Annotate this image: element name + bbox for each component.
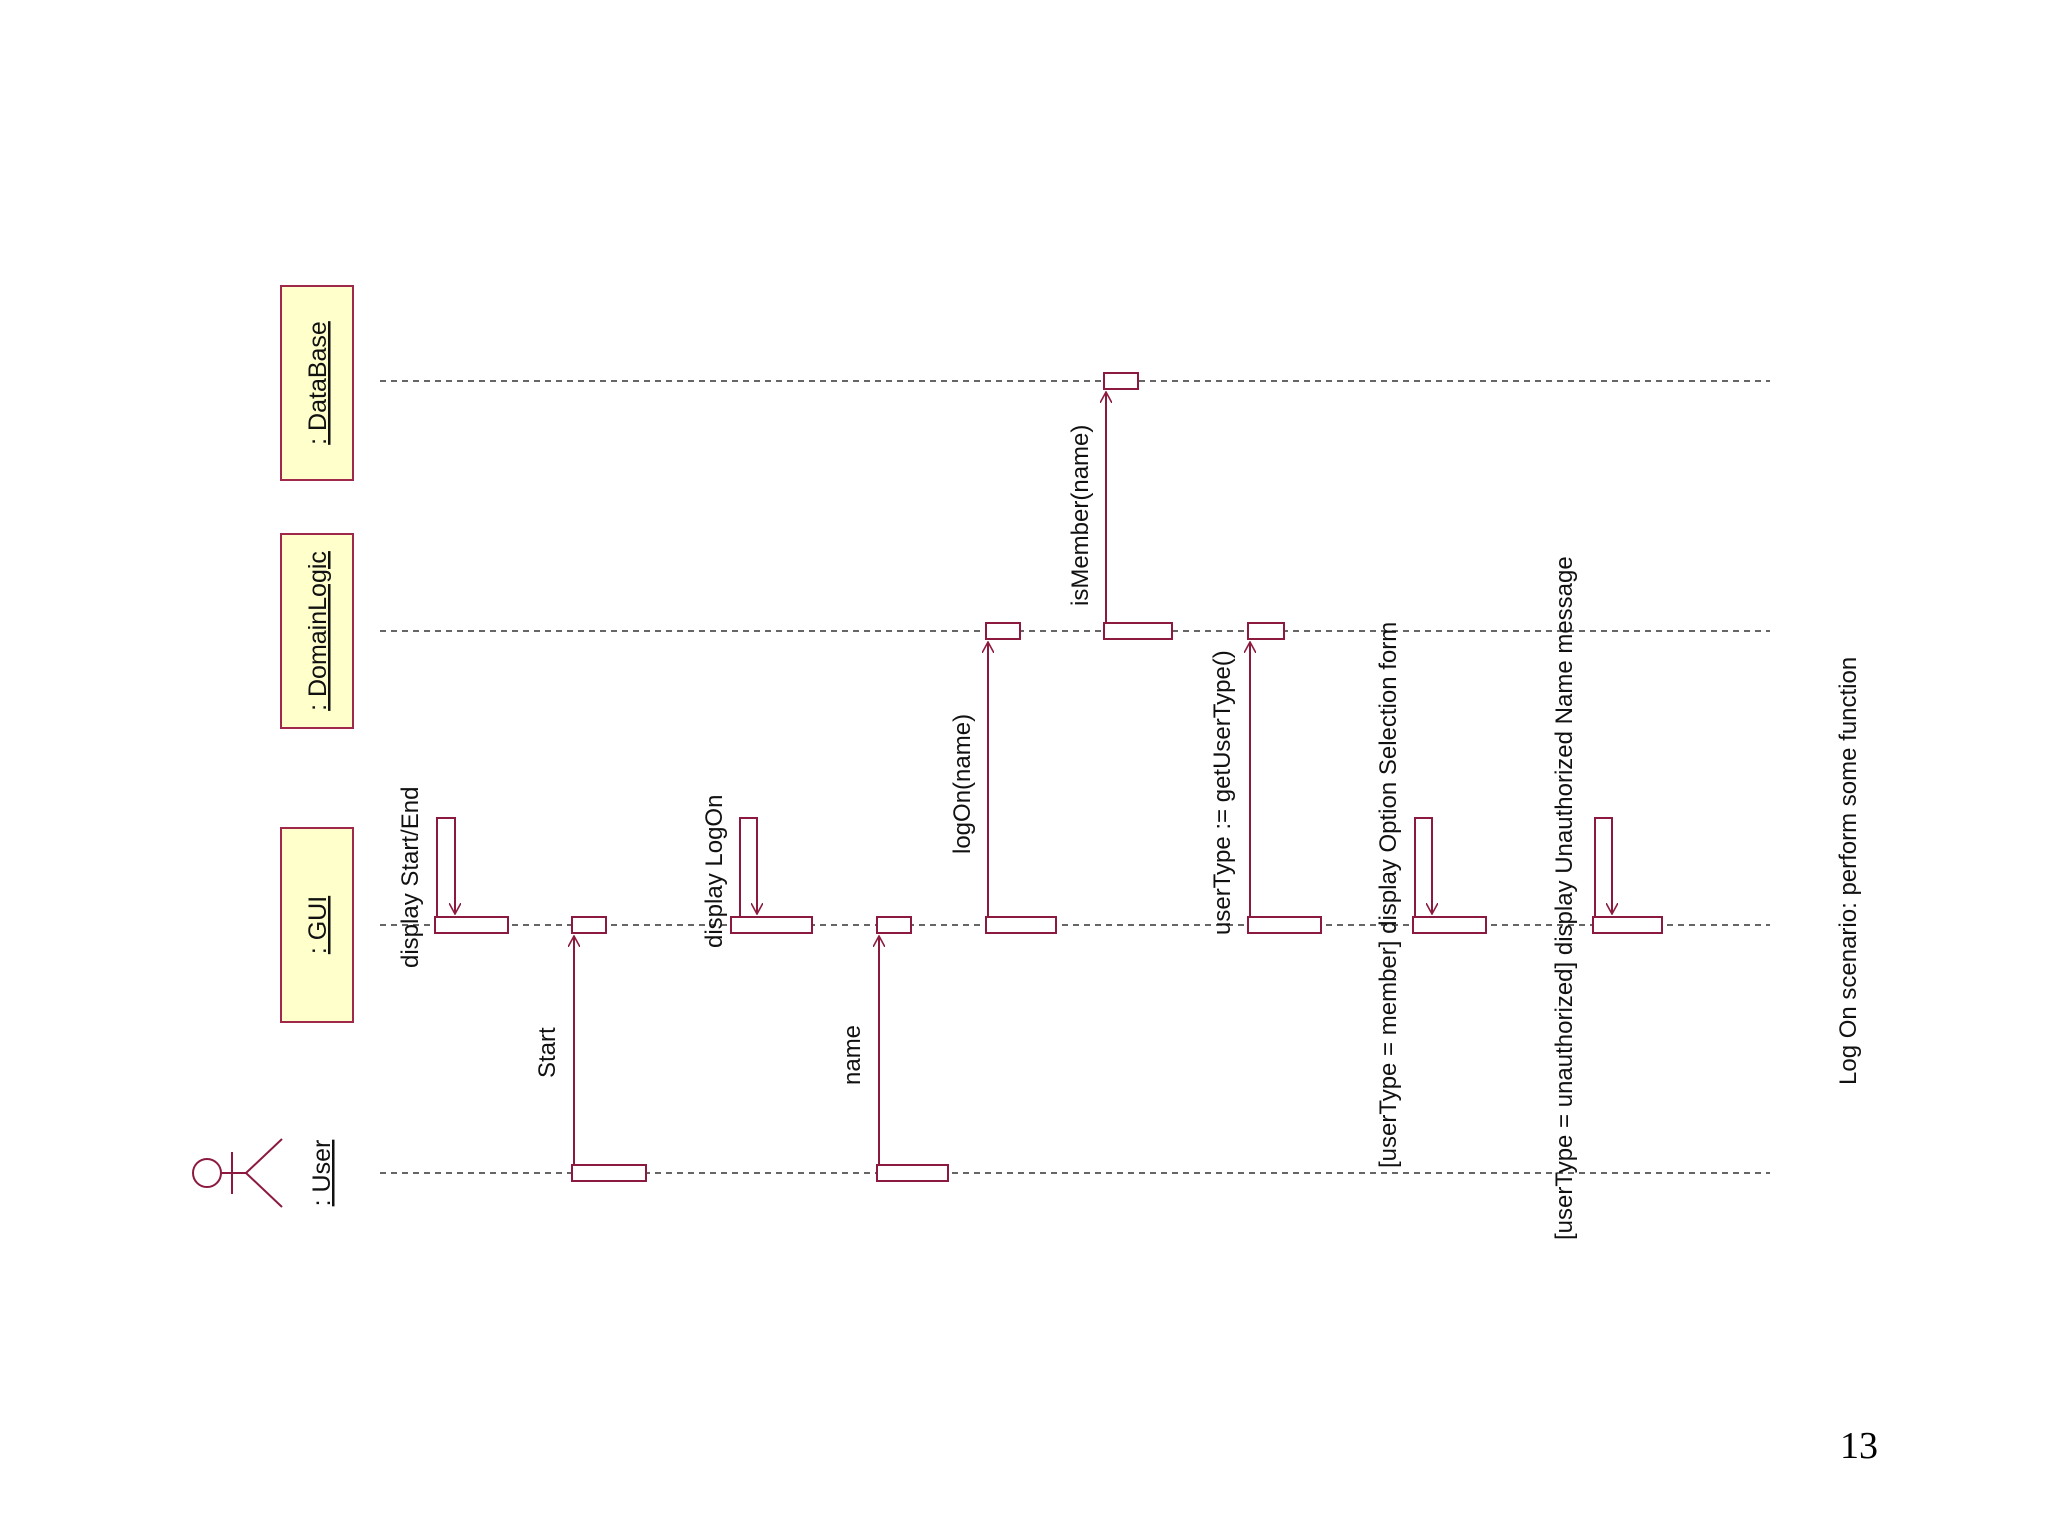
arrow-display-unauthorized	[1594, 817, 1612, 917]
msg-option-selection: [userType = member] display Option Selec…	[1375, 622, 1402, 1168]
arrow-display-logon	[739, 817, 757, 917]
object-database: : DataBase	[280, 285, 354, 481]
msg-start: Start	[534, 1027, 561, 1078]
msg-getusertype: userType := getUserType()	[1209, 650, 1236, 935]
msg-display-start-end: display Start/End	[397, 787, 424, 968]
activations	[434, 372, 1663, 1182]
object-database-label: : DataBase	[304, 321, 332, 445]
object-domainlogic-label: : DomainLogic	[304, 551, 332, 711]
arrow-display-start-end	[436, 817, 455, 917]
actor-icon	[192, 1138, 283, 1208]
msg-logon-name: logOn(name)	[949, 714, 976, 854]
arrow-display-option-selection	[1414, 817, 1432, 917]
object-gui-label: : GUI	[304, 896, 332, 954]
object-user-label: : User	[308, 1140, 336, 1207]
message-labels: display Start/End Start display LogOn na…	[397, 425, 1578, 1240]
object-domainlogic: : DomainLogic	[280, 533, 354, 729]
object-gui: : GUI	[280, 827, 354, 1023]
message-arrows	[436, 392, 1612, 1165]
msg-ismember: isMember(name)	[1067, 425, 1094, 606]
page-number: 13	[1840, 1425, 1878, 1467]
msg-display-logon: display LogOn	[701, 795, 728, 948]
diagram-caption: Log On scenario: perform some function	[1835, 657, 1862, 1085]
msg-unauthorized: [userType = unauthorized] display Unauth…	[1551, 556, 1578, 1240]
msg-name: name	[839, 1025, 866, 1085]
